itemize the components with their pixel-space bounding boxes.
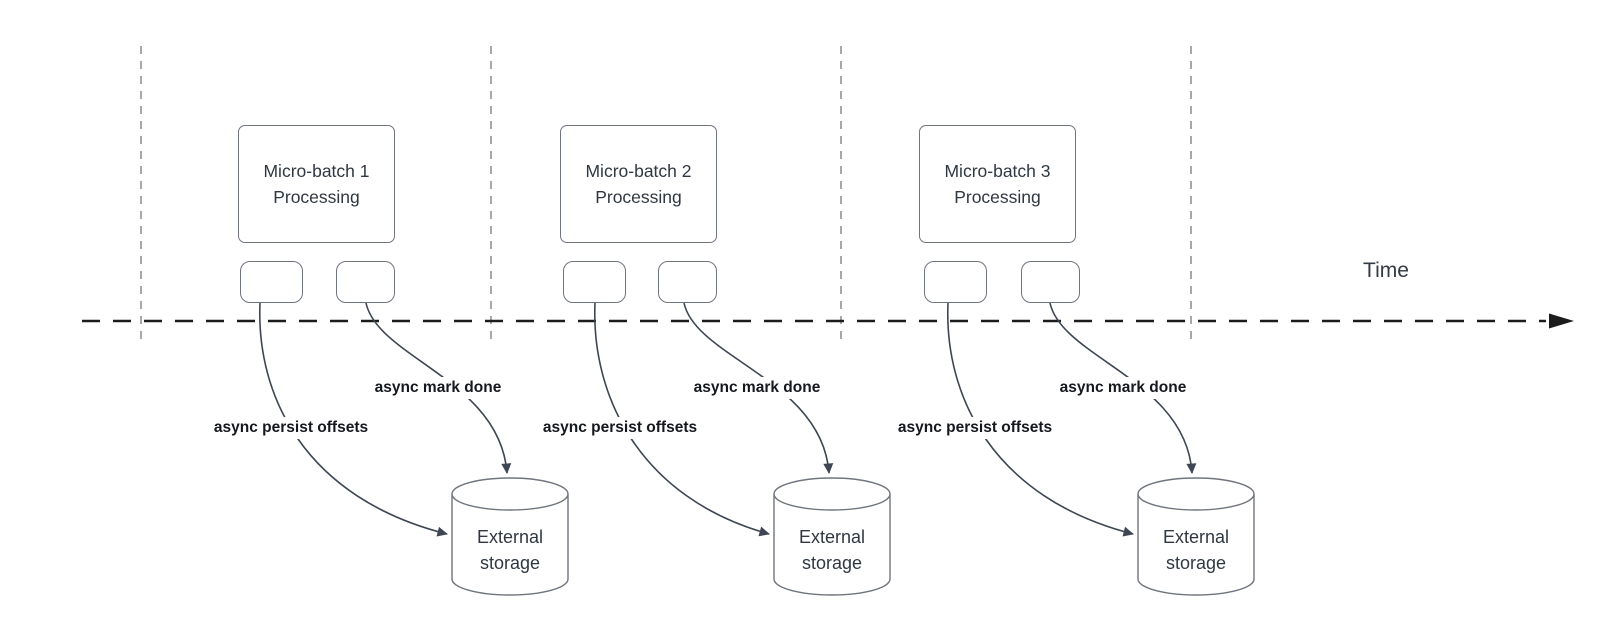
storage-label-line2: storage <box>801 553 863 573</box>
persist-offsets-arrow-1 <box>259 302 448 537</box>
mark-done-arrow-3 <box>1049 302 1197 474</box>
cylinder-shape-icon <box>773 477 891 596</box>
cylinder-shape-icon <box>451 477 569 596</box>
storage-label-line1: External <box>476 527 544 547</box>
micro-batch-2-subtitle: Processing <box>595 187 682 207</box>
micro-batch-3-subtitle: Processing <box>954 187 1041 207</box>
micro-batch-3-processing-box: Micro-batch 3 Processing <box>919 125 1076 243</box>
time-axis-label: Time <box>1363 259 1409 282</box>
persist-offsets-label-3: async persist offsets <box>892 417 1058 439</box>
external-storage-cylinder-3: External storage <box>1137 477 1255 597</box>
done-task-box-1 <box>336 261 395 303</box>
mark-done-arrow-2 <box>683 302 834 474</box>
persist-offsets-label-2: async persist offsets <box>537 417 703 439</box>
time-axis-arrowhead-icon <box>1549 313 1574 329</box>
micro-batch-2-title: Micro-batch 2 <box>585 161 692 181</box>
storage-label-line2: storage <box>479 553 541 573</box>
mark-done-arrow-1 <box>365 302 512 474</box>
mark-done-label-3: async mark done <box>1054 377 1192 399</box>
cylinder-shape-icon <box>1137 477 1255 596</box>
micro-batch-1-title: Micro-batch 1 <box>263 161 370 181</box>
persist-offsets-arrow-2 <box>594 302 770 537</box>
offset-task-box-1 <box>240 261 303 303</box>
micro-batch-2-processing-box: Micro-batch 2 Processing <box>560 125 717 243</box>
storage-label-line1: External <box>798 527 866 547</box>
persist-offsets-label-1: async persist offsets <box>208 417 374 439</box>
mark-done-label-1: async mark done <box>369 377 507 399</box>
external-storage-cylinder-2: External storage <box>773 477 891 597</box>
micro-batch-1-subtitle: Processing <box>273 187 360 207</box>
offset-task-box-3 <box>924 261 987 303</box>
persist-offsets-arrow-3 <box>947 302 1134 537</box>
done-task-box-2 <box>658 261 717 303</box>
micro-batch-1-processing-box: Micro-batch 1 Processing <box>238 125 395 243</box>
storage-label-line1: External <box>1162 527 1230 547</box>
offset-task-box-2 <box>563 261 626 303</box>
mark-done-label-2: async mark done <box>688 377 826 399</box>
micro-batch-3-title: Micro-batch 3 <box>944 161 1051 181</box>
storage-label-line2: storage <box>1165 553 1227 573</box>
external-storage-cylinder-1: External storage <box>451 477 569 597</box>
done-task-box-3 <box>1021 261 1080 303</box>
